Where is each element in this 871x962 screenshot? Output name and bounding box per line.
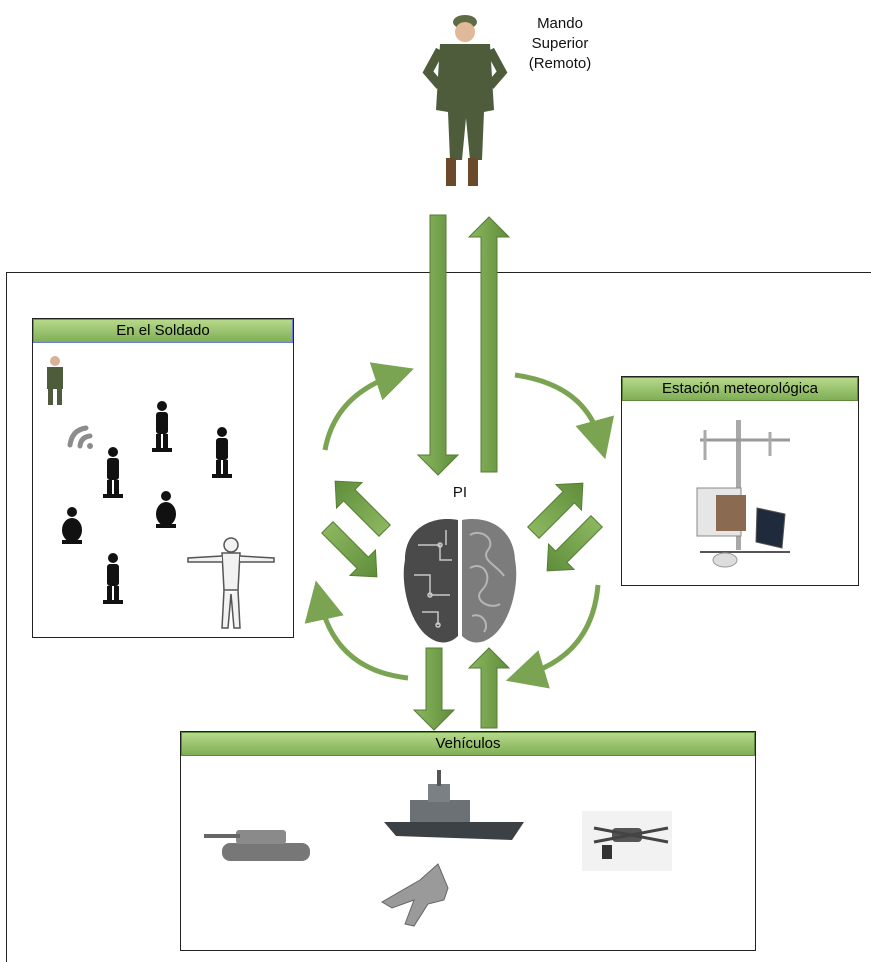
pi-label: PI — [452, 484, 468, 501]
to-weather-arrow-icon — [527, 482, 584, 539]
vehicles-up-arrow-icon — [467, 647, 511, 729]
uplink-arrow-icon — [467, 216, 511, 473]
wifi-signal-icon — [67, 425, 93, 449]
soldier-silhouette-icon — [103, 447, 123, 498]
curve-arrow-bottom-right-icon — [505, 584, 601, 689]
from-weather-arrow-icon — [546, 515, 603, 572]
weather-panel-title: Estación meteorológica — [622, 377, 858, 401]
soldier-figure-icon — [47, 356, 63, 405]
soldier-silhouette-icon — [103, 553, 123, 604]
downlink-arrow-icon — [416, 214, 460, 476]
soldier-figure-icon — [422, 15, 508, 186]
soldier-silhouette-icon — [152, 401, 172, 452]
soldier-panel: En el Soldado — [32, 318, 294, 638]
soldier-silhouette-icon — [62, 507, 82, 544]
brain-icon — [403, 519, 517, 643]
vehicles-down-arrow-icon — [412, 647, 456, 731]
exoskeleton-icon — [187, 537, 275, 629]
curve-arrow-top-right-icon — [514, 372, 615, 460]
soldier-panel-content — [47, 356, 275, 629]
to-soldier-arrow-icon — [334, 480, 391, 537]
tank-icon — [204, 830, 310, 861]
warship-icon — [384, 770, 524, 840]
weather-station-icon — [696, 420, 790, 568]
vehicles-panel-title: Vehículos — [181, 732, 755, 756]
fighter-jet-icon — [381, 863, 449, 927]
curve-arrow-top-left-icon — [322, 362, 414, 451]
soldier-silhouette-icon — [156, 491, 176, 528]
commander-label: Mando Superior (Remoto) — [528, 15, 592, 72]
soldier-silhouette-group — [62, 401, 232, 604]
soldier-panel-title: En el Soldado — [33, 319, 293, 343]
curve-arrow-bottom-left-icon — [304, 580, 409, 681]
drone-icon — [582, 811, 672, 871]
from-soldier-arrow-icon — [321, 521, 378, 578]
soldier-silhouette-icon — [212, 427, 232, 478]
